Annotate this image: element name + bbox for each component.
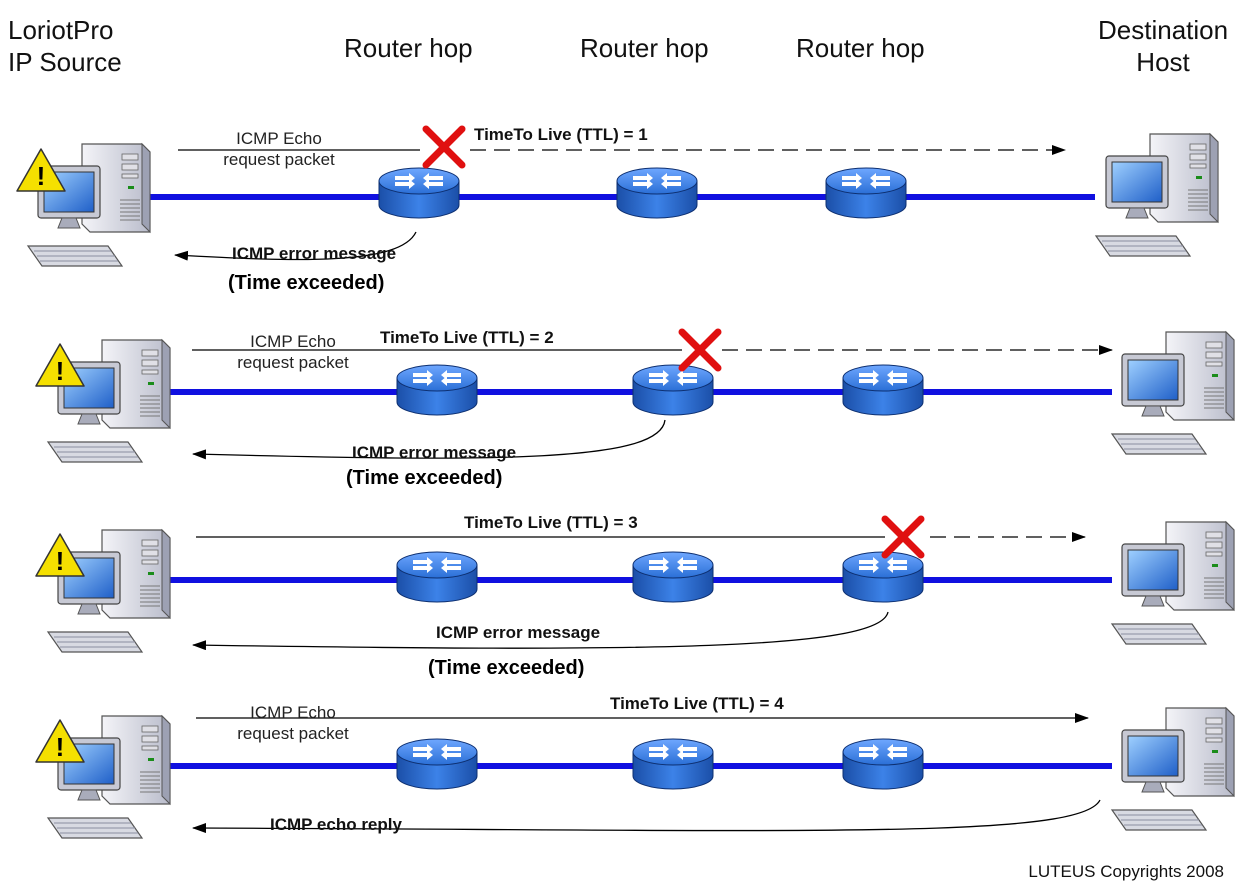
error-message-label: ICMP error message: [232, 244, 397, 263]
router-icon: [396, 551, 478, 603]
copyright-text: LUTEUS Copyrights 2008: [1028, 862, 1224, 881]
router-hop-header-2: Router hop: [580, 33, 709, 63]
router-icon: [825, 167, 907, 219]
echo-label-line1: ICMP Echo: [236, 129, 322, 148]
router-hop-header-1: Router hop: [344, 33, 473, 63]
echo-request-label: ICMP Echo request packet: [204, 128, 354, 170]
error-return-arrow: [174, 231, 417, 261]
echo-label-line1: ICMP Echo: [250, 703, 336, 722]
destination-computer-icon: [1111, 331, 1235, 455]
echo-reply-label: ICMP echo reply: [270, 815, 402, 834]
router-icon: [616, 167, 698, 219]
time-exceeded-label: (Time exceeded): [346, 467, 503, 489]
drop-x-icon: [426, 129, 462, 165]
row-3: [35, 519, 1235, 653]
ttl-label: TimeTo Live (TTL) = 1: [474, 125, 648, 144]
source-header-line2: IP Source: [8, 47, 122, 77]
row-2: [35, 331, 1235, 463]
destination-computer-icon: [1111, 707, 1235, 831]
router-icon: [396, 738, 478, 790]
router-icon: [632, 364, 714, 416]
destination-header-line1: Destination: [1098, 15, 1229, 45]
error-message-label: ICMP error message: [352, 443, 517, 462]
source-header: LoriotPro IP Source: [8, 14, 122, 78]
router-icon: [378, 167, 460, 219]
router-icon: [842, 364, 924, 416]
echo-label-line2: request packet: [237, 353, 349, 372]
ttl-label: TimeTo Live (TTL) = 3: [464, 513, 638, 532]
time-exceeded-label: (Time exceeded): [428, 657, 585, 679]
echo-reply-arrow: [192, 799, 1101, 834]
router-icon: [396, 364, 478, 416]
router-icon: [842, 551, 924, 603]
ttl-label: TimeTo Live (TTL) = 2: [380, 328, 554, 347]
row-4: [35, 707, 1235, 839]
echo-label-line2: request packet: [237, 724, 349, 743]
echo-label-line2: request packet: [223, 150, 335, 169]
router-hop-header-3: Router hop: [796, 33, 925, 63]
error-return-arrow: [192, 611, 889, 651]
router-icon: [842, 738, 924, 790]
ttl-label: TimeTo Live (TTL) = 4: [610, 694, 784, 713]
drop-x-icon: [682, 332, 718, 368]
error-message-label: ICMP error message: [436, 623, 601, 642]
drop-x-icon: [885, 519, 921, 555]
destination-header: Destination Host: [1098, 14, 1228, 78]
time-exceeded-label: (Time exceeded): [228, 272, 385, 294]
echo-request-label: ICMP Echo request packet: [218, 702, 368, 744]
destination-computer-icon: [1095, 133, 1219, 257]
echo-label-line1: ICMP Echo: [250, 332, 336, 351]
row-1: [16, 129, 1219, 267]
router-icon: [632, 551, 714, 603]
destination-header-line2: Host: [1136, 47, 1190, 77]
router-icon: [632, 738, 714, 790]
error-return-arrow: [192, 419, 666, 460]
source-header-line1: LoriotPro: [8, 15, 114, 45]
echo-request-label: ICMP Echo request packet: [218, 331, 368, 373]
destination-computer-icon: [1111, 521, 1235, 645]
